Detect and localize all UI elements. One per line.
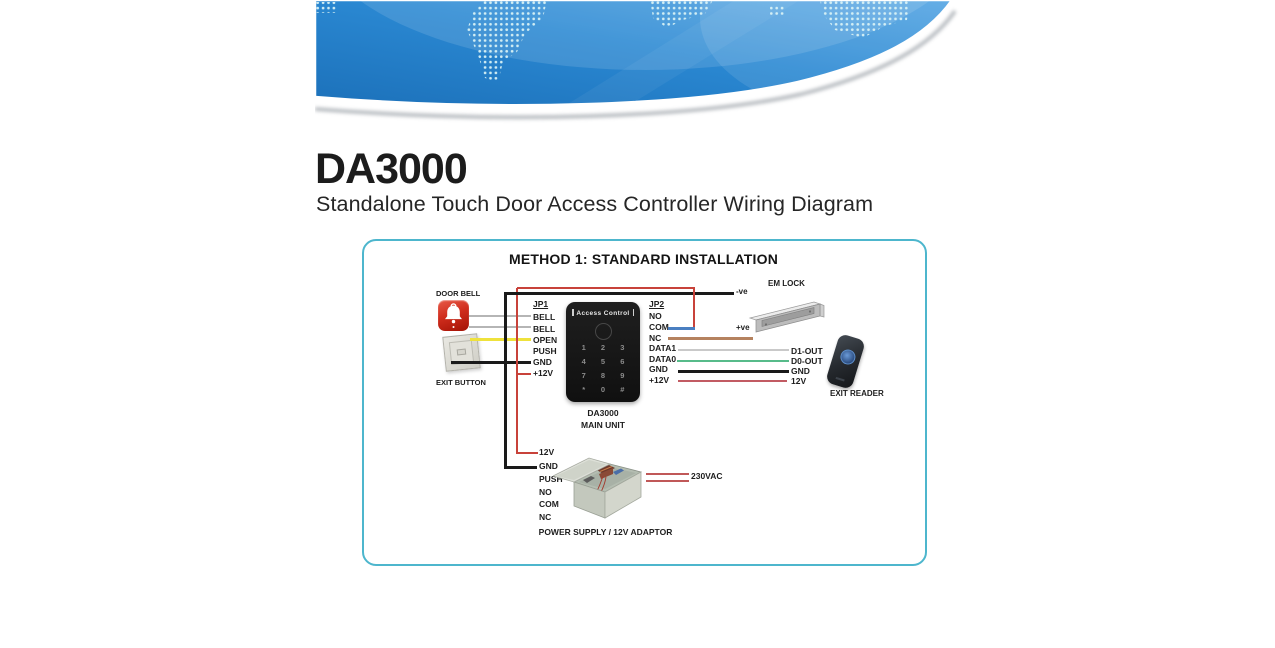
main-unit-subcaption: MAIN UNIT: [581, 420, 625, 430]
jp2-pin-12v: +12V: [649, 375, 670, 385]
jp1-header: JP1: [533, 299, 549, 309]
header-banner: [315, 0, 957, 120]
world-map-dots: [315, 0, 910, 82]
em-lock-positive-label: +ve: [736, 323, 750, 332]
wire-gnd-left: [451, 361, 531, 364]
jp1-pin-12v: +12V: [533, 368, 554, 378]
diagram-heading: METHOD 1: STANDARD INSTALLATION: [508, 251, 779, 267]
jp1-pin-open: OPEN: [533, 335, 558, 345]
main-unit-name: DA3000: [587, 408, 619, 418]
page-title: DA3000: [315, 145, 468, 193]
wire-mains-1: [646, 473, 689, 475]
psu-pin-no: NO: [539, 487, 552, 497]
jp1-pin-push: PUSH: [533, 346, 557, 356]
wire-12v-stub-left: [516, 373, 531, 375]
wire-mains-2: [646, 480, 689, 482]
exit-reader-slot: [835, 376, 845, 382]
exit-button-label: EXIT BUTTON: [436, 378, 486, 387]
door-bell-label: DOOR BELL: [436, 289, 481, 298]
exit-reader-label: EXIT READER: [830, 389, 884, 398]
wire-black-bend-psu: [504, 466, 537, 469]
door-bell-icon: [438, 300, 469, 331]
jp1-pin-bell-2: BELL: [533, 324, 556, 334]
exit-button-switch: [456, 348, 467, 356]
key-6: 6: [620, 356, 625, 366]
key-4: 4: [581, 356, 586, 366]
em-lock-label: EM LOCK: [768, 279, 805, 288]
main-unit-caption: DA3000 MAIN UNIT: [561, 407, 645, 431]
jp2-header: JP2: [649, 299, 665, 309]
key-5: 5: [600, 356, 606, 366]
psu-pin-12v: 12V: [539, 447, 555, 457]
keypad-keys: 1 2 3 4 5 6 7 8 9 * 0 #: [574, 340, 632, 396]
wire-red-top: [517, 287, 695, 289]
power-supply-caption: POWER SUPPLY / 12V ADAPTOR: [538, 527, 673, 537]
reader-pin-d1out: D1-OUT: [791, 346, 823, 356]
jp1-pin-gnd: GND: [533, 357, 552, 367]
keypad-reader-ring: [595, 323, 612, 340]
wire-data0: [677, 360, 789, 362]
key-7: 7: [581, 370, 586, 380]
jp1-pin-bell-1: BELL: [533, 312, 556, 322]
page-subtitle: Standalone Touch Door Access Controller …: [316, 192, 874, 216]
psu-pin-gnd: GND: [539, 461, 558, 471]
key-2: 2: [600, 342, 606, 352]
jp2-pin-gnd: GND: [649, 364, 668, 374]
key-0: 0: [600, 384, 606, 394]
wire-black-top: [505, 292, 734, 295]
wire-open-yellow: [470, 338, 531, 341]
em-lock-negative-label: -ve: [736, 287, 748, 296]
exit-reader-led: [838, 347, 858, 367]
wire-black-vertical: [504, 292, 507, 468]
power-supply-image: [553, 457, 643, 519]
wire-bell-2: [469, 326, 531, 328]
wire-data1: [678, 349, 789, 351]
wire-bell-1: [469, 315, 531, 317]
keypad-tick-right: [632, 309, 634, 316]
psu-pin-nc: NC: [539, 512, 552, 522]
wire-red-bend-psu: [516, 452, 538, 454]
jp2-pin-nc: NC: [649, 333, 662, 343]
key-9: 9: [620, 370, 625, 380]
em-lock-image: [748, 301, 825, 333]
key-hash: #: [620, 384, 625, 394]
psu-pin-push: PUSH: [539, 474, 563, 484]
main-unit-keypad: Access Control 1 2 3 4 5 6 7 8 9 * 0 #: [566, 302, 640, 402]
jp2-pin-com: COM: [649, 322, 669, 332]
reader-pin-12v: 12V: [791, 376, 807, 386]
wire-com-blue: [668, 327, 695, 330]
wire-gnd-right: [678, 370, 789, 373]
key-star: *: [582, 384, 586, 394]
mains-voltage-label: 230VAC: [691, 471, 723, 481]
wire-nc-tan: [668, 337, 753, 340]
jp2-pin-data1: DATA1: [649, 343, 677, 353]
key-3: 3: [620, 342, 625, 352]
keypad-tick-left: [572, 309, 574, 316]
header-shadow-curve: [315, 9, 957, 120]
wire-12v-right: [678, 380, 787, 382]
reader-pin-d0out: D0-OUT: [791, 356, 823, 366]
key-8: 8: [600, 370, 606, 380]
wire-red-right-vertical: [693, 287, 695, 328]
jp2-pin-no: NO: [649, 311, 662, 321]
psu-pin-com: COM: [539, 499, 559, 509]
wire-red-vertical: [516, 288, 518, 454]
jp2-pin-data0: DATA0: [649, 354, 677, 364]
keypad-screen-text: Access Control: [576, 310, 630, 317]
reader-pin-gnd: GND: [791, 366, 810, 376]
key-1: 1: [581, 342, 586, 352]
